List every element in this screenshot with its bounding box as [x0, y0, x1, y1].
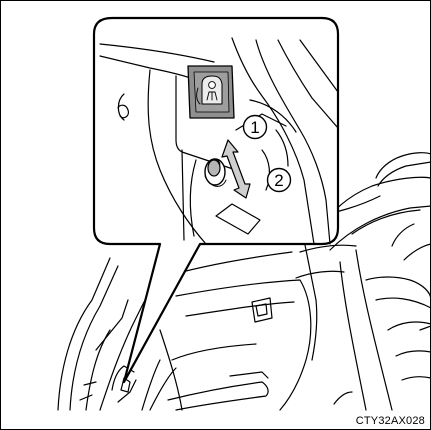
child-seat-icon: [188, 66, 234, 118]
callout-number-2: 2: [274, 171, 283, 190]
callout-number-1: 1: [250, 118, 259, 137]
figure-code-label: CTY32AX028: [356, 415, 425, 427]
